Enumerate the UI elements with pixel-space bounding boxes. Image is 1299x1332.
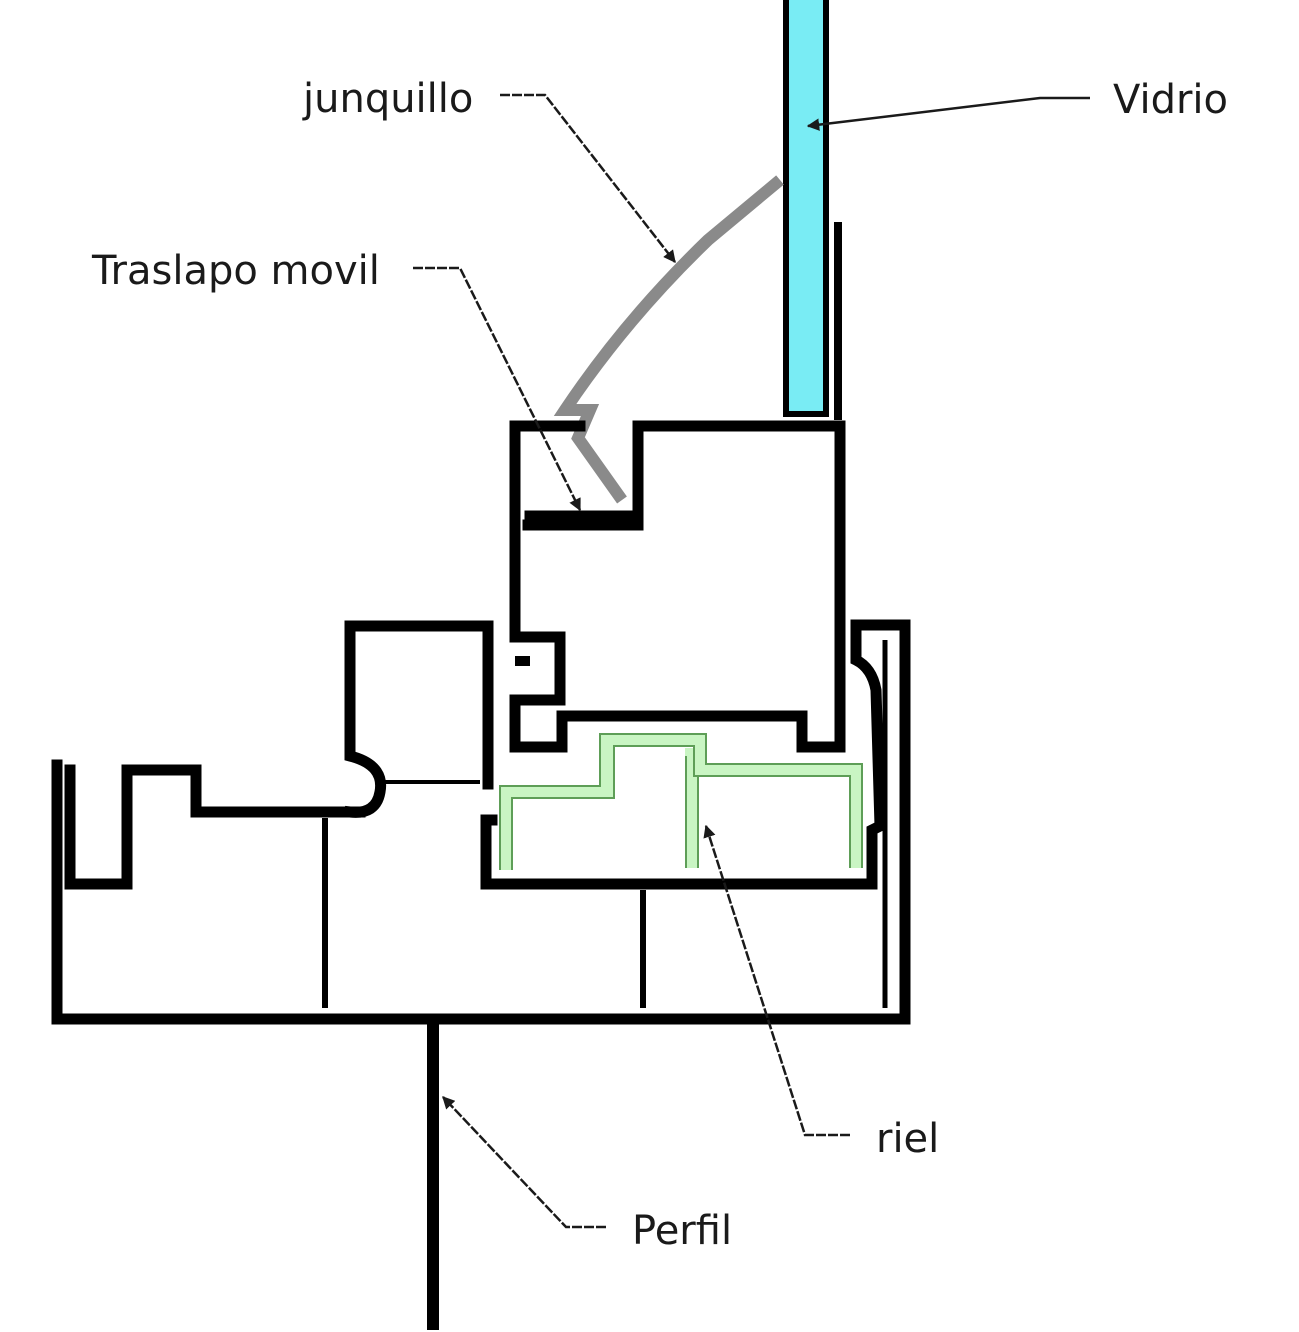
rail-track-inner-edge: [511, 745, 851, 870]
leader-traslapo: [413, 266, 582, 512]
sliding-sash-profile: [509, 420, 846, 753]
frame-outer-profile: [51, 619, 911, 1025]
leader-riel: [703, 824, 850, 1137]
glazing-bead: [553, 175, 784, 504]
label-vidrio: Vidrio: [1113, 77, 1228, 123]
leader-perfil: [442, 1096, 606, 1229]
frame-square-chamber: [343, 620, 494, 818]
label-perfil: Perfil: [632, 1208, 732, 1254]
frame-left-profile: [64, 764, 366, 890]
leader-junquillo: [500, 93, 676, 263]
leader-vidrio: [806, 96, 1090, 131]
rail-track: [499, 733, 863, 870]
label-junquillo: junquillo: [302, 76, 473, 122]
label-riel: riel: [876, 1116, 939, 1162]
glass-pane: [783, 0, 829, 417]
rail-track-edge: [499, 733, 863, 870]
label-traslapo: Traslapo movil: [91, 248, 380, 294]
